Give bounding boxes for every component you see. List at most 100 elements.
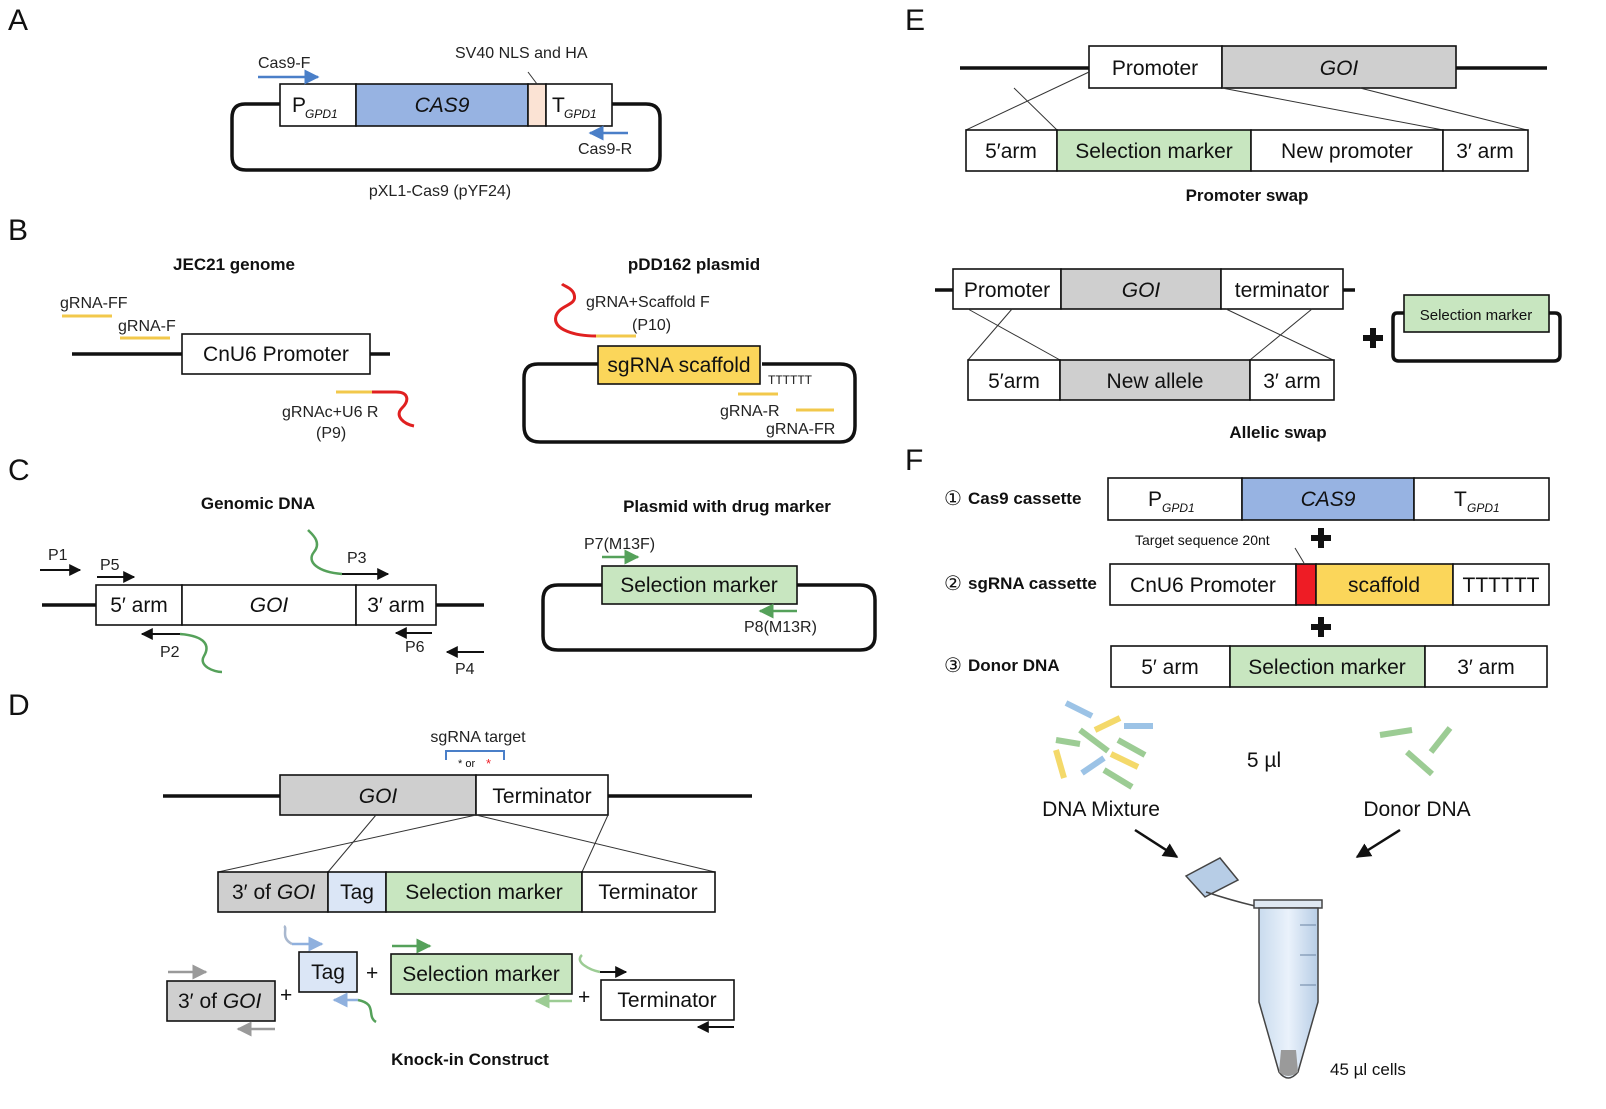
d-piece-terminator-box [600,979,735,1021]
c-5arm-box [95,584,183,626]
d-term-f-overhang [578,954,601,974]
d-piece-3of-goi-box [166,980,276,1022]
c-goi-box [181,584,357,626]
panel-f: ① Cas9 cassette P GPD1 CAS9 T GPD1 Targe… [944,477,1550,1079]
d-terminator-label: Terminator [492,785,591,808]
f-selection-marker-label: Selection marker [1248,656,1406,679]
plasmid-name: pXL1-Cas9 (pYF24) [369,183,511,200]
grnac-u6r-label: gRNAc+U6 R [282,404,378,421]
d-homology-line-2 [581,814,609,873]
d-3of-label: 3′ of GOI [232,881,315,904]
gpd1-terminator-label: T [552,94,565,117]
e2-cross-line-2 [967,308,1061,361]
f-gpd1-promoter-label: P [1148,488,1162,511]
e2-plasmid-selection-marker-label: Selection marker [1420,307,1533,324]
pdd162-plasmid-backbone [522,362,857,444]
drug-plasmid-backbone [541,583,877,652]
e2-plasmid-selection-marker-box [1403,294,1550,333]
c-5arm-label: 5′ arm [110,594,168,617]
d-terminator-box [475,774,609,816]
cnu6-promoter-label: CnU6 Promoter [203,343,349,366]
donor-dna-label: Donor DNA [1363,798,1470,821]
f-gpd1-promoter-subscript: GPD1 [1162,501,1195,515]
gpd1-promoter-subscript: GPD1 [305,107,338,121]
f-cas9-box [1241,477,1415,521]
sgrna-target-label: sgRNA target [430,729,526,746]
grna-fr-label: gRNA-FR [766,421,835,438]
e-new-promoter-box [1250,129,1444,172]
e2-new-allele-box [1059,359,1251,401]
d-piece-selection-marker-label: Selection marker [402,963,560,986]
p7-label: P7(M13F) [584,536,655,553]
grna-f-label: gRNA-F [118,318,176,335]
nls-pointer-line [527,71,538,85]
sgrna-target-bracket [445,750,505,760]
e2-3arm-label: 3′ arm [1263,370,1321,393]
d-3of-text: 3′ of [232,881,271,904]
allelic-swap-title: Allelic swap [1229,423,1326,442]
d-tag-box [327,871,387,913]
f-cas9-label: CAS9 [1301,488,1356,511]
pdd162-plasmid-title: pDD162 plasmid [628,255,760,274]
cas9-r-label: Cas9-R [578,141,632,158]
panel-b: JEC21 genome pDD162 plasmid CnU6 Promote… [60,255,857,444]
drug-marker-plasmid-title: Plasmid with drug marker [623,497,831,516]
e2-terminator-label: terminator [1235,279,1330,302]
genomic-dna-title: Genomic DNA [201,494,315,513]
f-gpd1-terminator-subscript: GPD1 [1467,501,1500,515]
p4-label: P4 [455,661,475,678]
panel-letter-d: D [8,689,30,722]
dna-mixture-arrow [1134,828,1179,859]
sgrna-scaffold-label: sgRNA scaffold [607,354,750,377]
cas9-box [355,83,529,127]
sgrna-cassette-label: sgRNA cassette [968,574,1097,593]
plus-sign-icon [1363,328,1383,348]
cnu6-promoter-box [181,333,371,375]
sgrna-target-star-text: * or [458,758,475,770]
gpd1-terminator-box [545,83,613,127]
d-piece-selection-marker-box [390,953,573,995]
c-goi-label: GOI [250,594,289,617]
f-scaffold-label: scaffold [1348,574,1420,597]
cas9-label: CAS9 [415,94,470,117]
e2-cross-line-1 [967,308,1013,361]
e-cross-line-4 [1359,87,1528,131]
cassette2-number: ② [944,573,962,595]
d-plus-3: + [578,986,590,1009]
p9-label: (P9) [316,425,346,442]
e-new-promoter-label: New promoter [1281,140,1413,163]
panel-c: Genomic DNA Plasmid with drug marker 5′ … [40,494,877,678]
target-sequence-label: Target sequence 20nt [1135,532,1270,548]
panel-e: Promoter GOI 5′arm Selection marker New … [935,45,1562,442]
panel-letter-a: A [8,4,28,37]
f-polyt-box [1452,563,1550,606]
panel-letter-c: C [8,454,30,487]
panel-letter-f: F [905,444,923,477]
p10-label: (P10) [632,317,671,334]
e2-goi-box [1060,268,1222,310]
sgrna-target-red-star: * [486,756,491,771]
e2-terminator-box [1220,268,1344,310]
e-5arm-box [965,129,1058,172]
d-piece-3of-text: 3′ of [178,990,217,1013]
c-3arm-box [355,584,437,626]
grna-scaffold-f-label: gRNA+Scaffold F [586,294,710,311]
d-tag-f-overhang [283,924,293,946]
d-piece-tag-label: Tag [311,961,345,984]
panel-d: sgRNA target * or * GOI Terminator 3′ of… [163,729,752,1069]
microcentrifuge-tube-icon [1184,857,1323,1079]
c-selection-marker-label: Selection marker [620,574,778,597]
c-selection-marker-box [601,565,798,605]
f-gpd1-terminator-box [1413,477,1550,521]
gpd1-promoter-label: P [292,94,306,117]
f-cnu6-promoter-box [1109,563,1297,606]
nls-ha-box [527,83,547,127]
f-target-sequence-box [1295,563,1317,606]
donor-dna-arrow [1355,828,1401,859]
d-selection-marker-label: Selection marker [405,881,563,904]
f-cnu6-promoter-label: CnU6 Promoter [1130,574,1276,597]
panel-letter-e: E [905,4,925,37]
p3-label: P3 [347,550,367,567]
f-3arm-box [1424,645,1548,688]
gpd1-terminator-subscript: GPD1 [564,107,597,121]
